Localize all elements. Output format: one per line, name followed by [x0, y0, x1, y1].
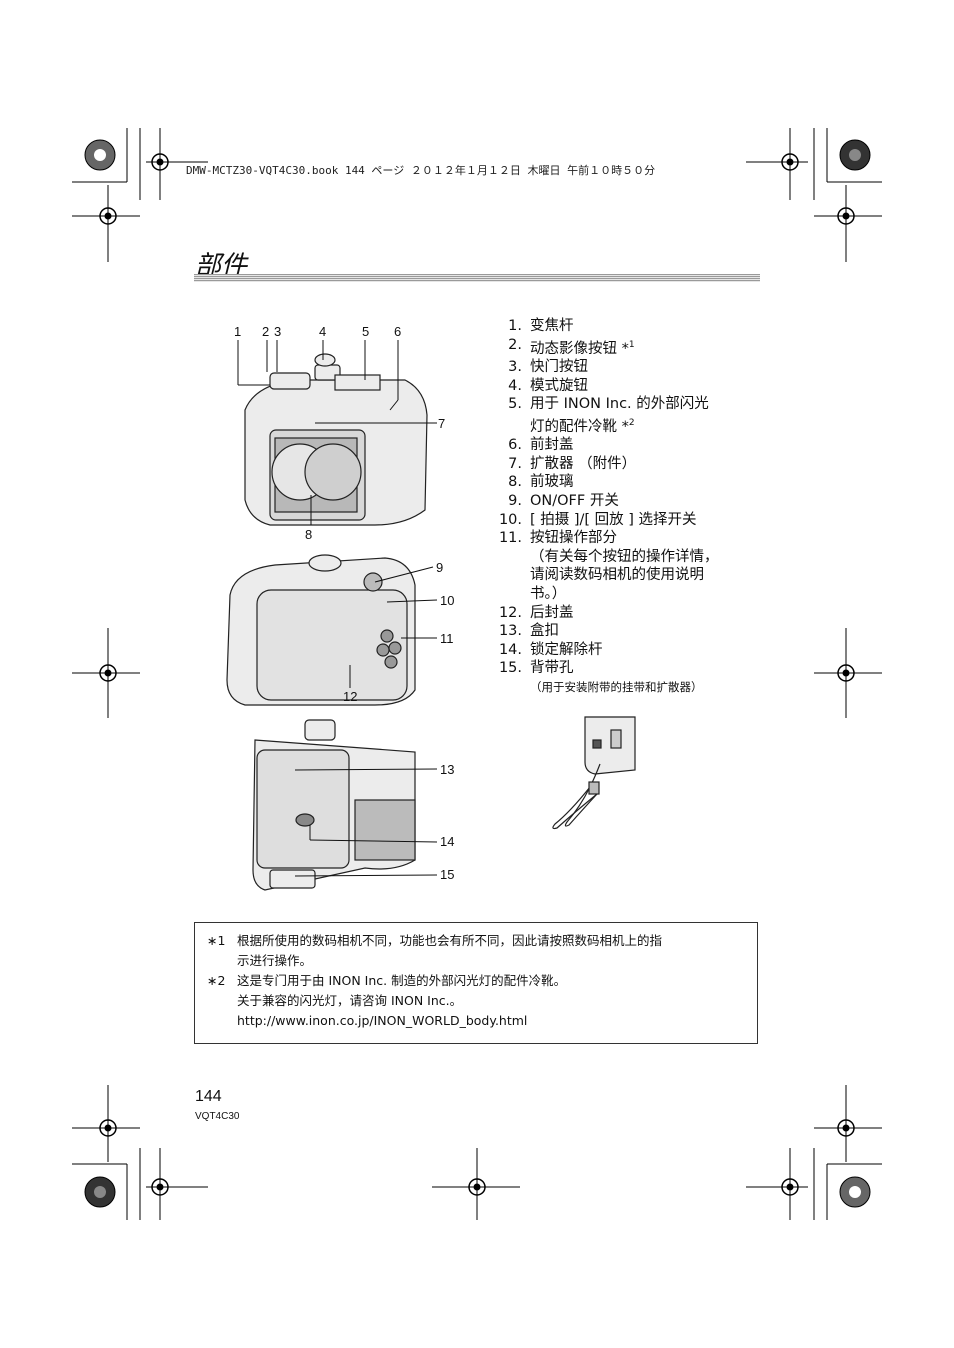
page-number: 144 — [195, 1088, 222, 1105]
list-item: 3.快门按钮 — [508, 359, 588, 376]
callout-13: 13 — [440, 762, 455, 777]
list-item: 13.盒扣 — [498, 623, 559, 640]
list-item: 书。） — [530, 585, 567, 602]
list-item: 2.动态影像按钮 *1 — [508, 336, 635, 357]
callout-4: 4 — [319, 324, 327, 339]
parts-list: 1.变焦杆 2.动态影像按钮 *1 3.快门按钮 4.模式旋钮 5.用于 INO… — [490, 317, 760, 697]
list-item: 11.按钮操作部分 — [498, 530, 617, 547]
callout-2: 2 — [262, 324, 270, 339]
footnote-box: ∗1 根据所使用的数码相机不同，功能也会有所不同，因此请按照数码相机上的指示进行… — [194, 922, 758, 1044]
housing-diagrams — [226, 340, 438, 891]
list-item: 1.变焦杆 — [508, 318, 574, 334]
strap-note: （用于安装附带的挂带和扩散器） — [530, 679, 703, 694]
list-item: 8.前玻璃 — [508, 474, 574, 491]
side-view-illustration — [252, 719, 416, 891]
list-item: （有关每个按钮的操作详情， — [530, 548, 719, 565]
callout-3: 3 — [274, 324, 282, 339]
list-item: 14.锁定解除杆 — [498, 641, 603, 658]
footnote-2: ∗2 这是专门用于由 INON Inc. 制造的外部闪光灯的配件冷靴。关于兼容的… — [207, 973, 567, 1028]
footnote-1: ∗1 根据所使用的数码相机不同，功能也会有所不同，因此请按照数码相机上的指示进行… — [207, 933, 663, 968]
list-item: 15.背带孔 — [498, 660, 574, 677]
list-item: 7.扩散器 （附件） — [508, 455, 637, 472]
callout-7: 7 — [438, 416, 446, 431]
document-code: VQT4C30 — [195, 1111, 240, 1122]
callout-1: 1 — [234, 324, 242, 339]
list-item: 请阅读数码相机的使用说明 — [530, 567, 704, 584]
callout-12: 12 — [343, 689, 358, 704]
callout-8: 8 — [305, 527, 313, 542]
callout-15: 15 — [440, 867, 455, 882]
inon-url-link[interactable]: http://www.inon.co.jp/INON_WORLD_body.ht… — [237, 1013, 528, 1028]
title-rule — [194, 274, 760, 282]
callout-9: 9 — [436, 560, 444, 575]
list-item: 12.后封盖 — [498, 604, 574, 621]
callout-10: 10 — [440, 593, 455, 608]
list-item: （用于安装附带的挂带和扩散器） — [490, 678, 760, 697]
callout-11: 11 — [440, 631, 454, 646]
callout-6: 6 — [394, 324, 402, 339]
callout-14: 14 — [440, 834, 455, 849]
list-item: 5.用于 INON Inc. 的外部闪光 — [508, 396, 709, 413]
front-view-illustration — [244, 353, 428, 526]
leader-lines — [237, 340, 438, 877]
back-view-illustration — [226, 554, 416, 706]
list-item: 9.ON/OFF 开关 — [508, 493, 619, 509]
list-item: 4.模式旋钮 — [508, 377, 588, 394]
strap-illustration — [552, 716, 636, 830]
header-file-info: DMW-MCTZ30-VQT4C30.book 144 ページ ２０１２年１月１… — [186, 164, 656, 177]
callout-5: 5 — [362, 324, 370, 339]
list-item: 6.前封盖 — [508, 437, 574, 454]
list-item: 10.[ 拍摄 ]/[ 回放 ] 选择开关 — [498, 511, 697, 528]
list-item: 灯的配件冷靴 *2 — [530, 417, 635, 435]
